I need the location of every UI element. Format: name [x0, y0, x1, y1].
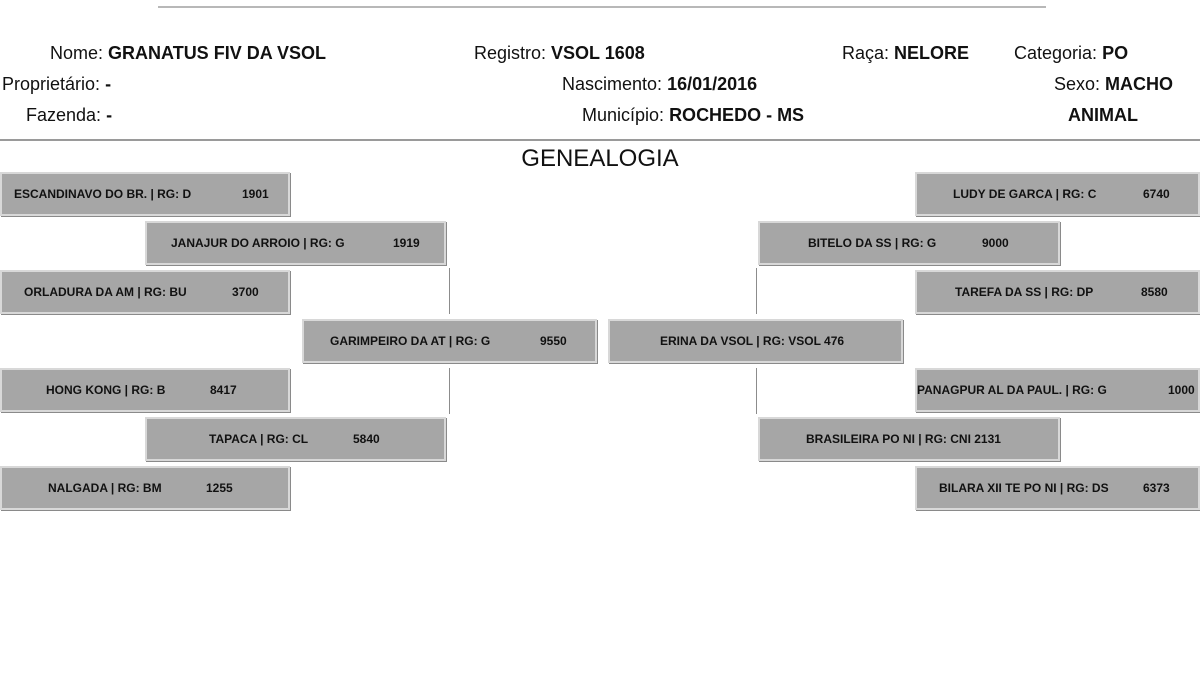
- animal-name: ERINA DA VSOL | RG: VSOL 476: [660, 334, 845, 348]
- pedigree-box-sire: GARIMPEIRO DA AT | RG: G 9550: [302, 319, 597, 363]
- sexo-value: MACHO: [1105, 74, 1174, 94]
- pedigree-box-dam-great-grandsire-1: LUDY DE GARCA | RG: C 6740: [915, 172, 1200, 216]
- pedigree-box-dam-great-granddam-1: TAREFA DA SS | RG: DP 8580: [915, 270, 1200, 314]
- animal-name: ORLADURA DA AM | RG: BU: [24, 285, 187, 299]
- municipio-value: ROCHEDO - MS: [669, 105, 805, 125]
- field-registro: Registro: VSOL 1608: [474, 42, 645, 64]
- animal-rg: 9000: [982, 236, 1009, 250]
- animal-rg: 1919: [393, 236, 420, 250]
- field-nome: Nome: GRANATUS FIV DA VSOL: [50, 42, 326, 64]
- header-divider: [0, 139, 1200, 141]
- connector-line: [449, 368, 450, 414]
- nascimento-value: 16/01/2016: [667, 74, 758, 94]
- categoria-label: Categoria:: [1014, 43, 1098, 63]
- categoria-value: PO: [1102, 43, 1129, 63]
- field-fazenda: Fazenda: -: [26, 104, 112, 126]
- proprietario-value: -: [105, 74, 112, 94]
- animal-name: LUDY DE GARCA | RG: C: [953, 187, 1097, 201]
- animal-name: BILARA XII TE PO NI | RG: DS: [939, 481, 1109, 495]
- pedigree-box-dam-granddam: BRASILEIRA PO NI | RG: CNI 2131: [758, 417, 1060, 461]
- animal-rg: 6373: [1143, 481, 1170, 495]
- connector-line: [756, 368, 757, 414]
- top-divider: [158, 6, 1046, 8]
- animal-rg: 1255: [206, 481, 233, 495]
- animal-name: GARIMPEIRO DA AT | RG: G: [330, 334, 491, 348]
- genealogy-title: GENEALOGIA: [521, 145, 679, 172]
- animal-name: TAREFA DA SS | RG: DP: [955, 285, 1094, 299]
- animal-rg: 6740: [1143, 187, 1170, 201]
- pedigree-box-dam-great-granddam-2: BILARA XII TE PO NI | RG: DS 6373: [915, 466, 1200, 510]
- nome-value: GRANATUS FIV DA VSOL: [108, 43, 327, 63]
- municipio-label: Município:: [582, 105, 665, 125]
- fazenda-label: Fazenda:: [26, 105, 102, 125]
- pedigree-box-granddam: TAPACA | RG: CL 5840: [145, 417, 446, 461]
- animal-rg: 8417: [210, 383, 237, 397]
- animal-name: NALGADA | RG: BM: [48, 481, 162, 495]
- animal-name: JANAJUR DO ARROIO | RG: G: [171, 236, 345, 250]
- nome-label: Nome:: [50, 43, 104, 63]
- animal-rg: 9550: [540, 334, 567, 348]
- animal-name: HONG KONG | RG: B: [46, 383, 166, 397]
- proprietario-label: Proprietário:: [2, 74, 101, 94]
- field-raca: Raça: NELORE: [842, 42, 969, 64]
- registro-value: VSOL 1608: [551, 43, 645, 63]
- registro-label: Registro:: [474, 43, 547, 63]
- animal-name: BITELO DA SS | RG: G: [808, 236, 937, 250]
- field-nascimento: Nascimento: 16/01/2016: [562, 73, 757, 95]
- pedigree-box-dam-grandsire: BITELO DA SS | RG: G 9000: [758, 221, 1060, 265]
- raca-label: Raça:: [842, 43, 890, 63]
- animal-rg: 3700: [232, 285, 259, 299]
- nascimento-label: Nascimento:: [562, 74, 663, 94]
- animal-name: PANAGPUR AL DA PAUL. | RG: G: [917, 383, 1107, 397]
- pedigree-box-dam: ERINA DA VSOL | RG: VSOL 476: [608, 319, 903, 363]
- animal-rg: 8580: [1141, 285, 1168, 299]
- pedigree-box-great-granddam-2: NALGADA | RG: BM 1255: [0, 466, 290, 510]
- animal-rg: 1000: [1168, 383, 1195, 397]
- animal-name: BRASILEIRA PO NI | RG: CNI 2131: [806, 432, 1001, 446]
- pedigree-box-great-grandsire-1: ESCANDINAVO DO BR. | RG: D 1901: [0, 172, 290, 216]
- pedigree-box-dam-great-grandsire-2: PANAGPUR AL DA PAUL. | RG: G 1000: [915, 368, 1200, 412]
- pedigree-box-great-granddam-1: ORLADURA DA AM | RG: BU 3700: [0, 270, 290, 314]
- field-categoria: Categoria: PO: [1014, 42, 1128, 64]
- connector-line: [449, 268, 450, 314]
- pedigree-box-grandsire: JANAJUR DO ARROIO | RG: G 1919: [145, 221, 446, 265]
- animal-label: ANIMAL: [1068, 105, 1138, 125]
- fazenda-value: -: [106, 105, 113, 125]
- animal-rg: 1901: [242, 187, 269, 201]
- raca-value: NELORE: [894, 43, 970, 63]
- animal-name: TAPACA | RG: CL: [209, 432, 309, 446]
- field-municipio: Município: ROCHEDO - MS: [582, 104, 804, 126]
- sexo-label: Sexo:: [1054, 74, 1101, 94]
- connector-line: [756, 268, 757, 314]
- pedigree-box-great-grandsire-2: HONG KONG | RG: B 8417: [0, 368, 290, 412]
- field-animal: ANIMAL: [1068, 104, 1138, 126]
- animal-rg: 5840: [353, 432, 380, 446]
- field-sexo: Sexo: MACHO: [1054, 73, 1173, 95]
- field-proprietario: Proprietário: -: [2, 73, 111, 95]
- animal-name: ESCANDINAVO DO BR. | RG: D: [14, 187, 192, 201]
